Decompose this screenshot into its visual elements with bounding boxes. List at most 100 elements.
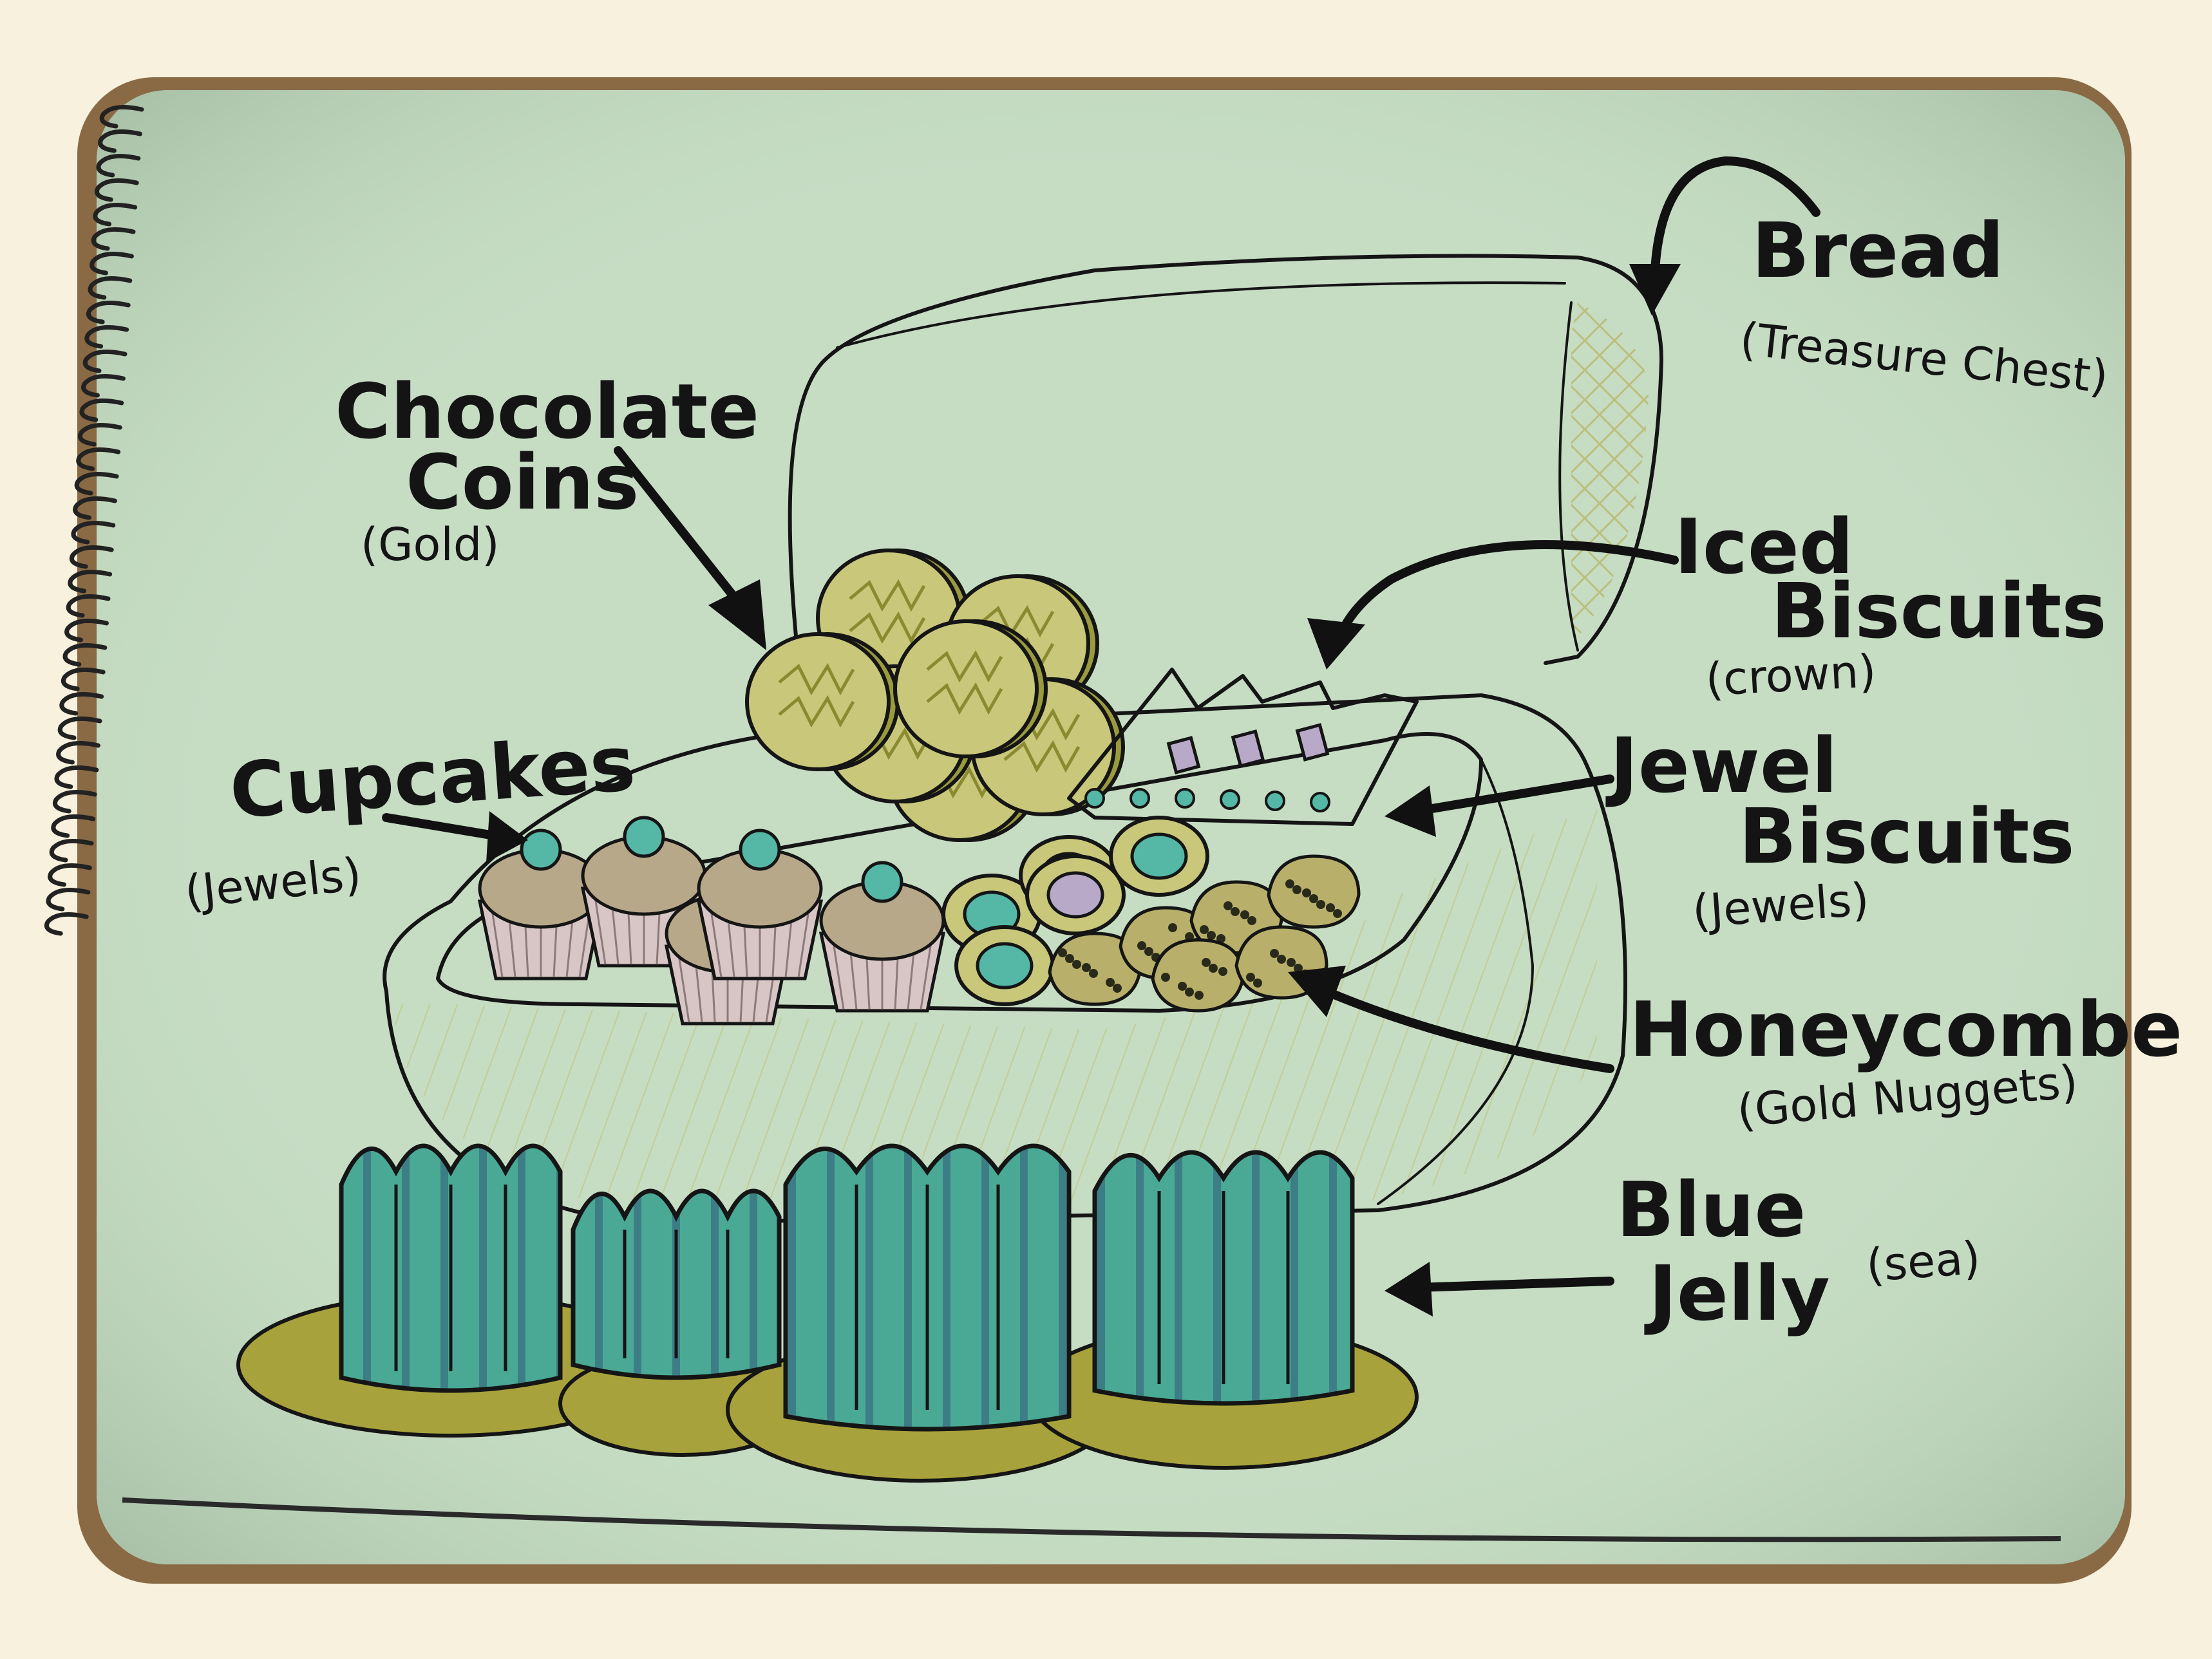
spiral-loop <box>56 740 100 765</box>
coin <box>893 619 1039 758</box>
coin-squiggle <box>778 695 855 728</box>
honeycombe-speck <box>1178 982 1187 991</box>
spiral-loop <box>93 202 138 227</box>
spiral-loop <box>81 373 126 398</box>
label-jewel-biscuits-line1: Jewel <box>1605 721 1837 810</box>
iced-biscuit-crown <box>1067 668 1419 826</box>
honeycombe-speck <box>1240 910 1249 919</box>
spiral-loop <box>54 765 99 789</box>
label-jewel-biscuits-line2: Biscuits <box>1739 792 2075 881</box>
honeycombe-speck <box>1333 909 1342 918</box>
spiral-loop <box>69 545 114 569</box>
arrow-icon <box>1385 1262 1433 1317</box>
label-honeycombe-title: Honeycombe <box>1629 985 2182 1074</box>
honeycombe-speck <box>1316 900 1325 909</box>
chocolate-coins-group <box>745 548 1125 842</box>
honeycombe-speck <box>1292 885 1301 894</box>
cupcake-jewel <box>739 829 781 871</box>
label-iced-biscuits: Iced Biscuits (crown) <box>1674 502 2107 706</box>
spiral-loop <box>88 276 133 300</box>
chest-right-wall <box>1377 758 1535 1205</box>
jewel-biscuit-centre <box>1046 871 1104 919</box>
arrow-icon <box>1412 774 1614 816</box>
spiral-loop <box>44 912 89 936</box>
spiral-loop <box>51 814 96 838</box>
label-iced-biscuits-line2: Biscuits <box>1771 567 2107 655</box>
honeycombe-speck <box>1065 954 1074 963</box>
spiral-loop <box>59 691 104 716</box>
honeycombe-speck <box>1144 947 1153 956</box>
label-jewel-biscuits: Jewel Biscuits (Jewels) <box>1605 721 2075 938</box>
chest-base-hatch <box>393 805 1597 1217</box>
arrow-icon <box>382 813 507 841</box>
honeycombe-nugget <box>1267 854 1361 929</box>
honeycombe-speck <box>1216 934 1225 943</box>
cupcake-jewel <box>623 816 665 858</box>
cupcake-jewel <box>861 861 903 903</box>
spiral-loop <box>82 349 128 373</box>
spiral-loop <box>98 129 142 153</box>
label-jewel-biscuits-sub: (Jewels) <box>1690 873 1871 938</box>
honeycombe-speck <box>1082 963 1091 972</box>
honeycombe-speck <box>1246 973 1255 982</box>
label-bread-title: Bread <box>1752 206 2004 295</box>
honeycombe-speck <box>1168 923 1177 932</box>
label-iced-biscuits-sub: (crown) <box>1705 644 1878 706</box>
coin-squiggle <box>926 682 1003 715</box>
chest-lid <box>788 254 1663 665</box>
arrow-icon <box>1412 1277 1614 1292</box>
honeycombe-speck <box>1294 964 1303 973</box>
crown-gem <box>1166 736 1201 774</box>
arrow-icon <box>1322 987 1614 1073</box>
spiral-loop <box>71 520 116 545</box>
label-chocolate-coins-line1: Chocolate <box>335 367 759 456</box>
honeycombe-speck <box>1209 964 1218 973</box>
spiral-loop <box>46 887 91 912</box>
label-chocolate-coins-line2: Coins <box>406 438 639 527</box>
crown-jewel <box>1130 788 1150 809</box>
honeycombe-speck <box>1285 879 1294 888</box>
coin-squiggle <box>849 579 926 612</box>
honeycombe-speck <box>1200 925 1209 934</box>
honeycombe-speck <box>1287 958 1296 967</box>
honeycombe-speck <box>1270 949 1279 958</box>
label-blue-jelly-line1: Blue <box>1616 1165 1806 1254</box>
chest-lid-side <box>1571 303 1649 644</box>
spiral-loop <box>94 178 139 202</box>
honeycombe-speck <box>1202 958 1211 967</box>
spiral-loop <box>57 716 102 740</box>
label-chocolate-coins-sub: (Gold) <box>361 518 500 571</box>
spiral-loop <box>76 447 121 471</box>
arrow-icon <box>1385 785 1436 837</box>
annotation-arrows <box>382 156 1820 1317</box>
jewel-biscuits-group <box>941 816 1209 1006</box>
honeycombe-speck <box>1185 988 1194 997</box>
arrow-icon <box>614 446 745 610</box>
spiral-loop <box>96 153 141 178</box>
spiral-loop <box>64 618 109 642</box>
honeycombe-speck <box>1218 967 1227 976</box>
honeycombe-speck <box>1072 960 1081 969</box>
label-chocolate-coins: Chocolate Coins (Gold) <box>335 367 759 571</box>
spiral-loop <box>90 251 134 276</box>
spiral-loop <box>49 838 94 863</box>
honeycombe-speck <box>1137 941 1146 950</box>
spiral-loop <box>99 104 144 129</box>
coin-squiggle <box>778 662 855 696</box>
arrow-icon <box>1650 156 1820 275</box>
chest-lid-inner <box>1558 301 1579 651</box>
spiral-loop <box>73 496 117 520</box>
label-iced-biscuits-line1: Iced <box>1674 502 1853 591</box>
honeycombe-speck <box>1207 931 1216 940</box>
crown-gem <box>1231 729 1265 768</box>
crown-jewel <box>1175 788 1195 809</box>
arrow-icon <box>1335 540 1679 642</box>
arrow-icon <box>1288 966 1346 1017</box>
coin-squiggle <box>978 605 1055 638</box>
label-blue-jelly-sub: (sea) <box>1864 1232 1981 1292</box>
coin-squiggle <box>1003 740 1081 773</box>
honeycombe-speck <box>1058 948 1067 957</box>
crown-jewel <box>1084 788 1105 809</box>
honeycombe-speck <box>1089 969 1098 978</box>
